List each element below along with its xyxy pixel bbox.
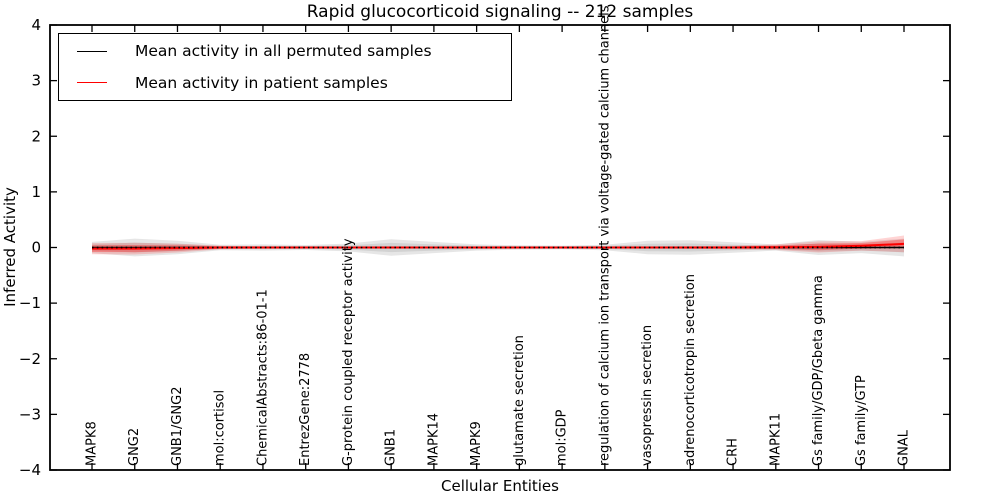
x-tick-label: GNG2: [127, 428, 142, 466]
x-tick-label: vasopressin secretion: [640, 325, 655, 466]
legend-item-permuted: Mean activity in all permuted samples: [59, 37, 511, 65]
legend-label-patient: Mean activity in patient samples: [135, 73, 388, 92]
legend-item-patient: Mean activity in patient samples: [59, 69, 511, 97]
y-tick-label: −4: [19, 461, 41, 479]
x-tick-label: MAPK14: [426, 413, 441, 466]
y-tick-label: 1: [31, 183, 41, 201]
legend-label-permuted: Mean activity in all permuted samples: [135, 42, 432, 61]
x-tick-label: mol:cortisol: [213, 390, 228, 466]
x-axis-label: Cellular Entities: [441, 477, 559, 495]
x-tick-label: MAPK11: [768, 413, 783, 466]
patient-band-outer: [92, 235, 904, 255]
y-tick-label: 3: [31, 72, 41, 90]
x-tick-label: glutamate secretion: [512, 335, 527, 466]
x-tick-label: Gs family/GTP: [854, 375, 869, 466]
patient-line-swatch: [77, 82, 107, 84]
chart-title: Rapid glucocorticoid signaling -- 212 sa…: [306, 2, 694, 22]
patient-band-inner: [92, 239, 904, 253]
x-tick-label: regulation of calcium ion transport via …: [597, 5, 612, 466]
x-tick-label: GNAL: [897, 429, 912, 466]
x-tick-label: CRH: [726, 438, 741, 466]
x-tick-label: Gs family/GDP/Gbeta gamma: [811, 275, 826, 466]
x-tick-label: GNB1/GNG2: [170, 386, 185, 466]
x-tick-label: mol:GDP: [555, 409, 570, 466]
x-tick-label: GNB1: [384, 429, 399, 466]
y-tick-label: −1: [19, 294, 41, 312]
permuted-line-swatch: [77, 50, 107, 52]
x-tick-label: adrenocorticotropin secretion: [683, 274, 698, 466]
x-tick-label: MAPK9: [469, 421, 484, 466]
x-tick-label: G-protein coupled receptor activity: [341, 238, 356, 466]
x-tick-label: EntrezGene:2778: [298, 353, 313, 466]
y-tick-label: −3: [19, 405, 41, 423]
legend: Mean activity in all permuted samples Me…: [58, 33, 512, 101]
x-tick-label: ChemicalAbstracts:86-01-1: [255, 289, 270, 466]
y-tick-label: 4: [31, 16, 41, 34]
y-tick-label: 2: [31, 127, 41, 145]
y-tick-label: 0: [31, 239, 41, 257]
y-tick-label: −2: [19, 350, 41, 368]
x-tick-label: MAPK8: [85, 421, 100, 466]
